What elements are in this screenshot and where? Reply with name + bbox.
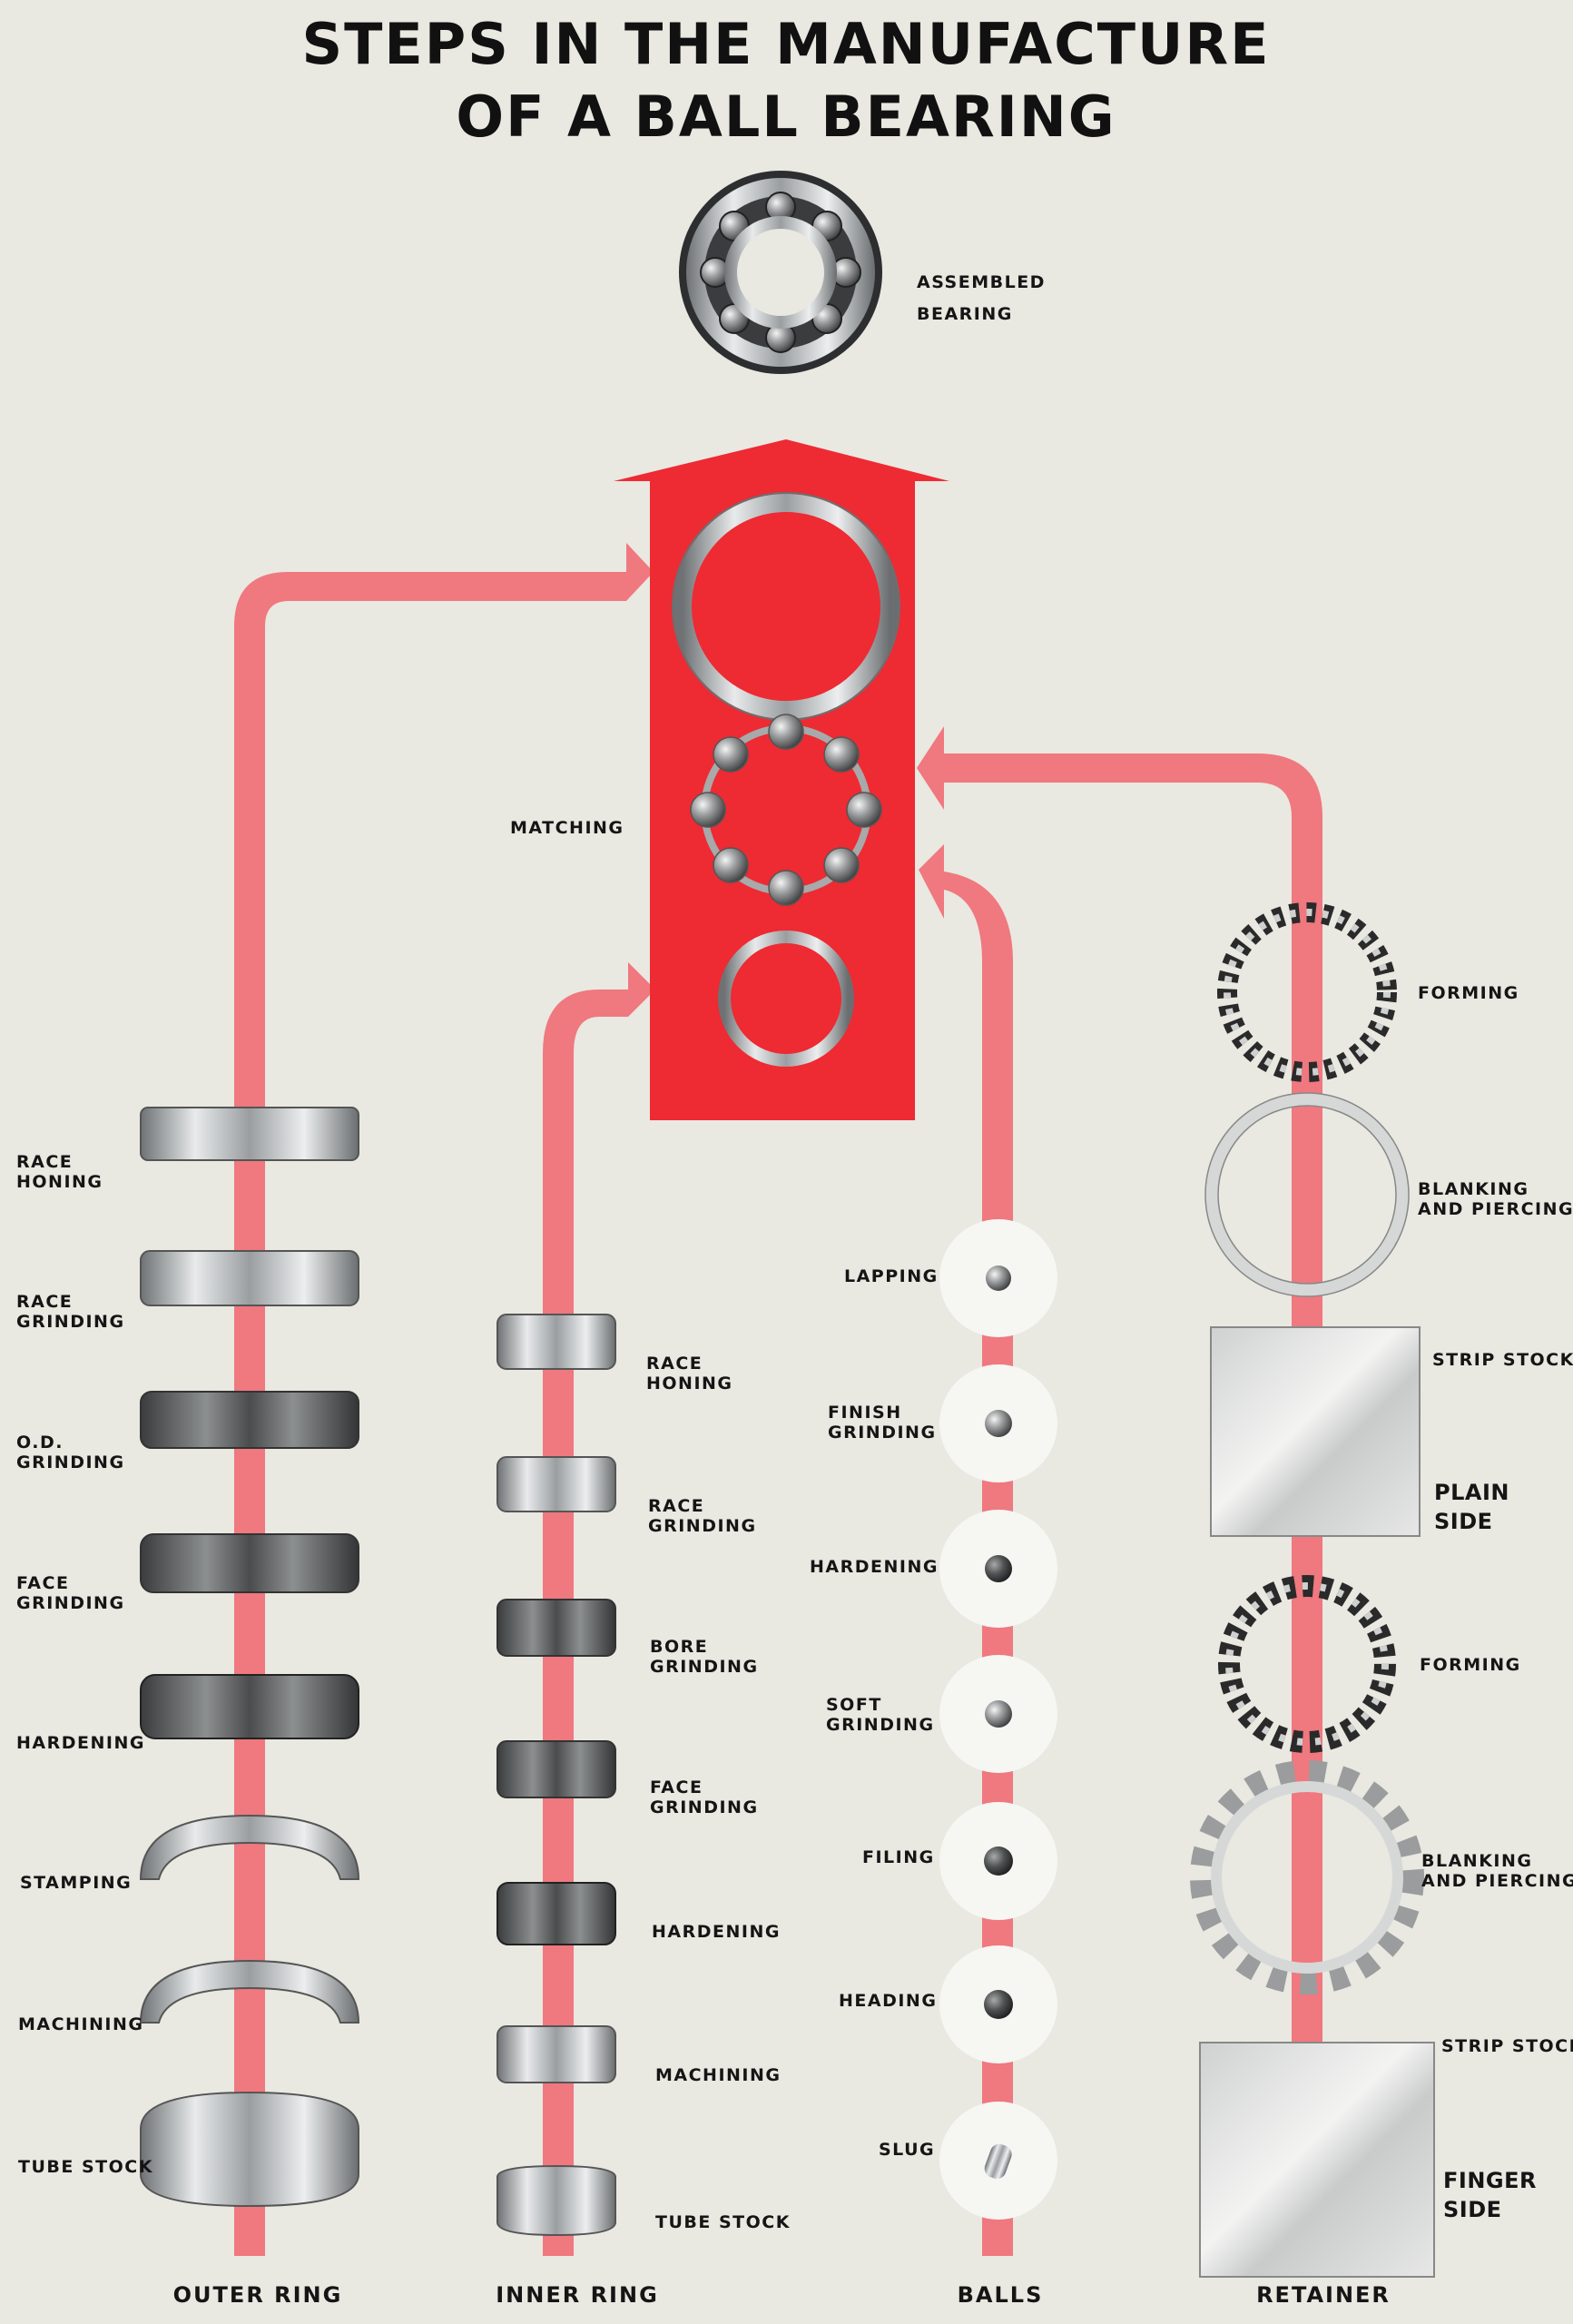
inner-step-label: MACHINING [655,2065,782,2085]
retainer-step-label: STRIP STOCK [1432,1350,1573,1370]
assembled-bearing-label-1: ASSEMBLED [917,272,1046,292]
outer-race-honing-part [140,1107,359,1161]
outer-ring-labels: RACE HONING RACE GRINDING O.D. GRINDING … [16,1152,153,2177]
retainer-step-label: SIDE [1434,1509,1493,1534]
outer-step-label: GRINDING [16,1452,125,1472]
retainer-step-label: SIDE [1443,2197,1502,2222]
outer-step-label: GRINDING [16,1593,125,1613]
assembled-bearing-label-2: BEARING [917,304,1013,324]
retainer-parts [1190,902,1435,2278]
outer-stamping-part [139,1814,360,1880]
inner-step-label: RACE [646,1354,703,1374]
retainer-step-label: AND PIERCING [1418,1199,1573,1219]
outer-step-label: STAMPING [20,1873,132,1893]
retainer-step-label: PLAIN [1434,1480,1509,1505]
inner-step-label: FACE [650,1777,703,1797]
inner-step-label: GRINDING [650,1797,759,1817]
inner-tube-stock-part [496,2164,616,2237]
outer-step-label: RACE [16,1152,73,1172]
ball-step-label: FILING [862,1847,935,1867]
ball-step-label: FINISH [828,1403,902,1423]
ball-step-label: HEADING [839,1991,937,2011]
outer-step-label: HARDENING [16,1733,145,1753]
inner-face-grinding-part [496,1740,616,1798]
outer-race-grinding-part [140,1250,359,1306]
retainer-column-label: RETAINER [1256,2282,1391,2308]
retainer-step-label: FINGER [1443,2168,1537,2193]
inner-step-label: BORE [650,1637,708,1657]
ball-soft-grinding-part [939,1655,1057,1773]
retainer-labels: FORMING BLANKING AND PIERCING STRIP STOC… [1418,983,1573,2222]
retainer-step-label: STRIP STOCK [1441,2036,1573,2056]
inner-step-label: GRINDING [648,1516,757,1536]
retainer-step-label: AND PIERCING [1421,1871,1573,1891]
title-line-2: OF A BALL BEARING [456,84,1116,150]
inner-step-label: TUBE STOCK [655,2212,791,2232]
retainer-step-label: BLANKING [1421,1851,1532,1871]
ball-step-label: LAPPING [844,1266,939,1286]
ball-finish-grinding-part [939,1364,1057,1482]
inner-race-grinding-part [496,1456,616,1512]
inner-step-label: HONING [646,1374,733,1393]
outer-ring-parts [139,1107,360,2208]
inner-step-label: RACE [648,1496,704,1516]
retainer-step-label: BLANKING [1418,1179,1529,1199]
inner-machining-part [496,2025,616,2083]
outer-step-label: O.D. [16,1433,64,1452]
retainer-forming-top-part [1217,902,1397,1082]
matching-box [614,439,949,1120]
ball-step-label: GRINDING [826,1715,935,1735]
assembled-bearing-image [679,171,882,374]
retainer-strip-stock-plain-part [1210,1326,1421,1537]
outer-ring-column-label: OUTER RING [173,2282,343,2308]
ball-step-label: SLUG [879,2140,935,2160]
ball-step-label: SOFT [826,1695,882,1715]
outer-step-label: FACE [16,1573,69,1593]
ball-labels: LAPPING FINISH GRINDING HARDENING SOFT G… [810,1266,939,2160]
ball-heading-part [939,1945,1057,2063]
outer-tube-stock-part [140,2091,359,2208]
outer-step-label: RACE [16,1292,73,1312]
ball-step-label: GRINDING [828,1423,937,1443]
inner-hardening-part [496,1882,616,1945]
inner-ring-labels: RACE HONING RACE GRINDING BORE GRINDING … [646,1354,791,2232]
ball-parts [939,1219,1057,2220]
inner-ring-parts [496,1314,616,2237]
title-line-1: STEPS IN THE MANUFACTURE [301,11,1270,77]
retainer-step-label: FORMING [1420,1655,1521,1675]
outer-step-label: MACHINING [18,2014,144,2034]
outer-hardening-part [140,1674,359,1739]
outer-step-label: TUBE STOCK [18,2157,153,2177]
retainer-blanking-bottom-part [1190,1760,1424,1994]
outer-step-label: HONING [16,1172,103,1192]
retainer-forming-bottom-part [1218,1575,1396,1753]
inner-step-label: HARDENING [652,1922,781,1942]
outer-od-grinding-part [140,1391,359,1449]
balls-column-label: BALLS [958,2282,1044,2308]
ball-step-label: HARDENING [810,1557,939,1577]
outer-machining-part [139,1959,360,2024]
inner-ring-column-label: INNER RING [496,2282,659,2308]
ball-filing-part [939,1802,1057,1920]
ball-slug-part [939,2102,1057,2220]
outer-step-label: GRINDING [16,1312,125,1332]
ball-lapping-part [939,1219,1057,1337]
inner-race-honing-part [496,1314,616,1370]
retainer-blanking-top-part [1204,1092,1410,1297]
inner-step-label: GRINDING [650,1657,759,1677]
ball-hardening-part [939,1510,1057,1628]
inner-bore-grinding-part [496,1599,616,1657]
retainer-step-label: FORMING [1418,983,1519,1003]
retainer-strip-stock-finger-part [1199,2042,1435,2278]
matching-label: MATCHING [510,818,624,838]
outer-face-grinding-part [140,1533,359,1593]
